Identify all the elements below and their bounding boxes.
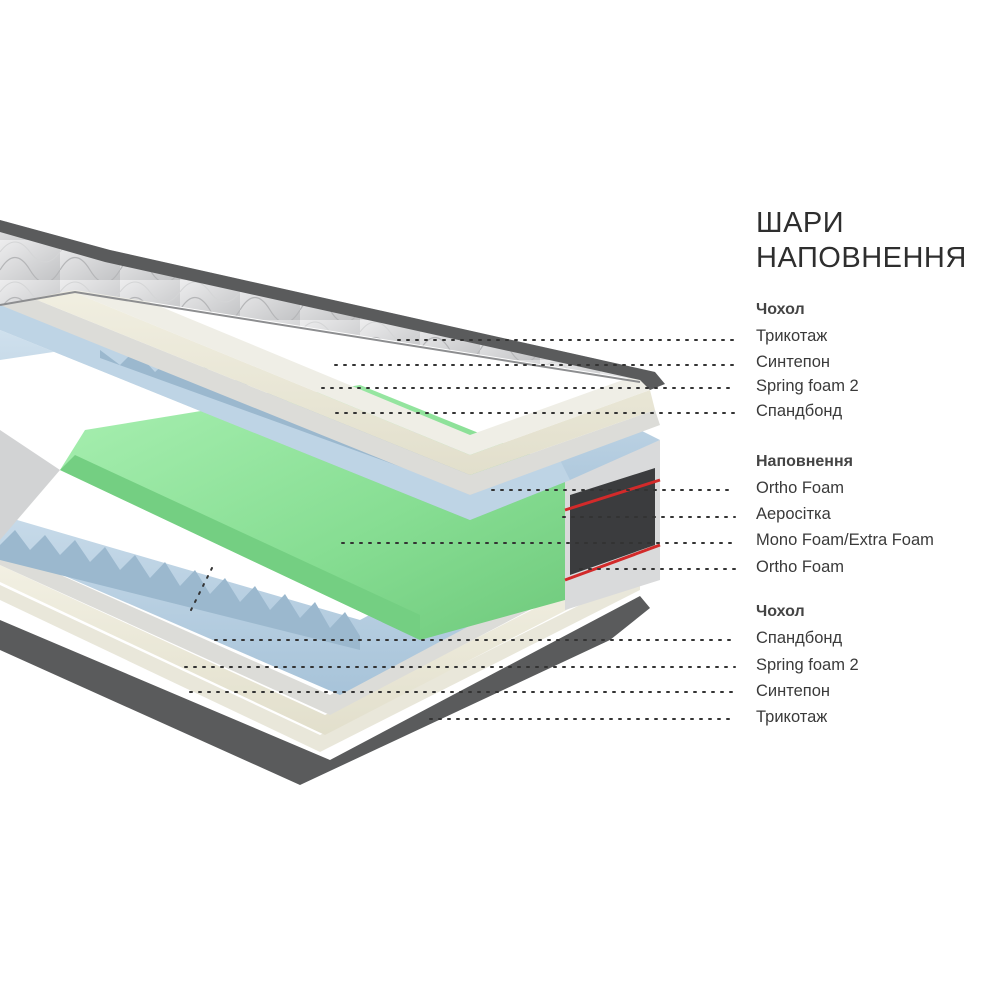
title-line-1: ШАРИ — [756, 207, 845, 239]
layer-label: Синтепон — [756, 682, 831, 700]
side-red-stripe-bottom — [564, 543, 661, 582]
top-cover-outline — [0, 290, 641, 383]
layer-label: Аеросітка — [756, 505, 831, 523]
layer-label: Ortho Foam — [756, 479, 845, 497]
layer-label: Ortho Foam — [756, 558, 845, 576]
layer-label: Spring foam 2 — [756, 377, 859, 395]
leader-slant — [187, 567, 213, 617]
layer-label: Трикотаж — [756, 327, 828, 345]
title-line-2: НАПОВНЕННЯ — [756, 242, 967, 274]
top-cover-edge — [0, 220, 665, 390]
lower-foam-zigzag — [0, 530, 360, 650]
layer-label: Mono Foam/Extra Foam — [756, 531, 934, 549]
side-panel-mesh — [570, 468, 655, 575]
interior-shadow — [0, 430, 60, 540]
layer-label: Спандбонд — [756, 402, 843, 420]
layer-label: Spring foam 2 — [756, 656, 859, 674]
group-title-top-cover: Чохол — [756, 301, 805, 318]
leader-lines — [184, 339, 736, 720]
upper-blue-foam-body — [0, 300, 570, 520]
layer-label: Синтепон — [756, 353, 831, 371]
side-red-stripe-top — [564, 478, 661, 512]
mattress-base-edge — [0, 596, 650, 785]
core-foam-front — [60, 455, 420, 640]
diagram-title: ШАРИ НАПОВНЕННЯ — [756, 206, 967, 276]
group-title-bottom-cover: Чохол — [756, 603, 805, 620]
layer-label: Трикотаж — [756, 708, 828, 726]
layer-label: Спандбонд — [756, 629, 843, 647]
group-title-filling: Наповнення — [756, 453, 853, 470]
